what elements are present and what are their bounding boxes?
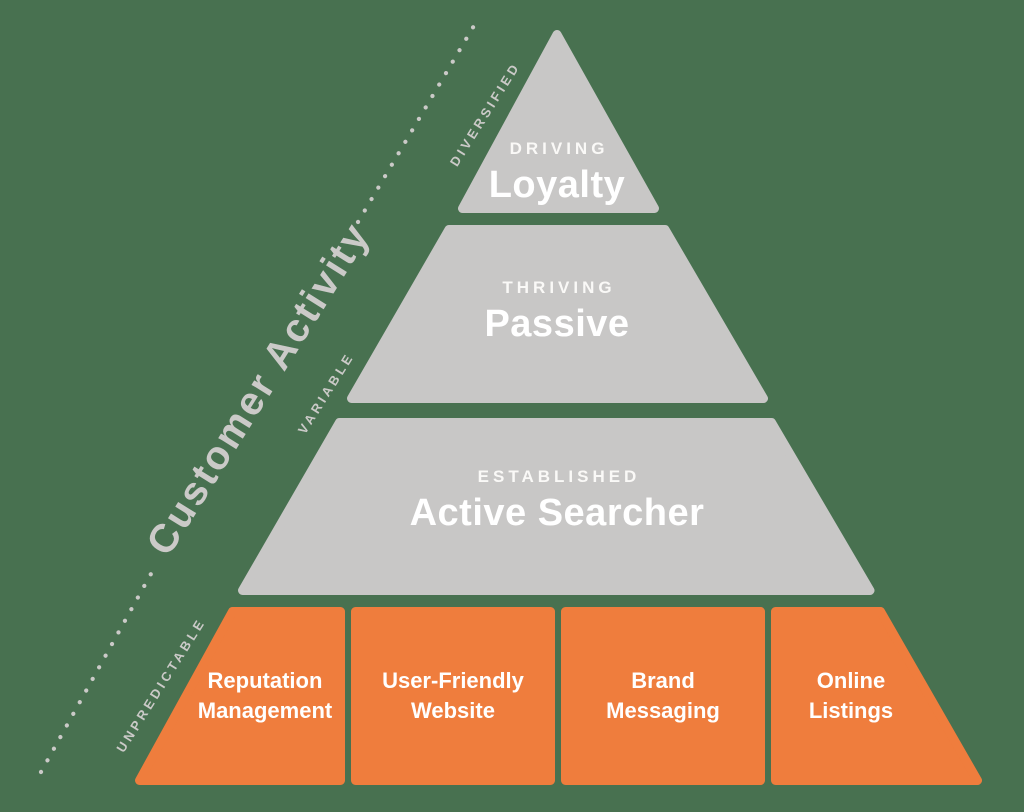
tier-active-searcher-shape <box>238 418 875 595</box>
axis-dotted-line-lower <box>38 569 155 775</box>
base-segment-messaging-shape <box>561 607 765 785</box>
base-segment-website-shape <box>351 607 555 785</box>
base-segment-reputation-shape <box>135 607 345 785</box>
tier-loyalty-shape <box>458 30 659 213</box>
tier-passive-shape <box>347 225 768 403</box>
axis-dotted-line-upper <box>355 21 478 225</box>
base-segment-listings-shape <box>771 607 982 785</box>
